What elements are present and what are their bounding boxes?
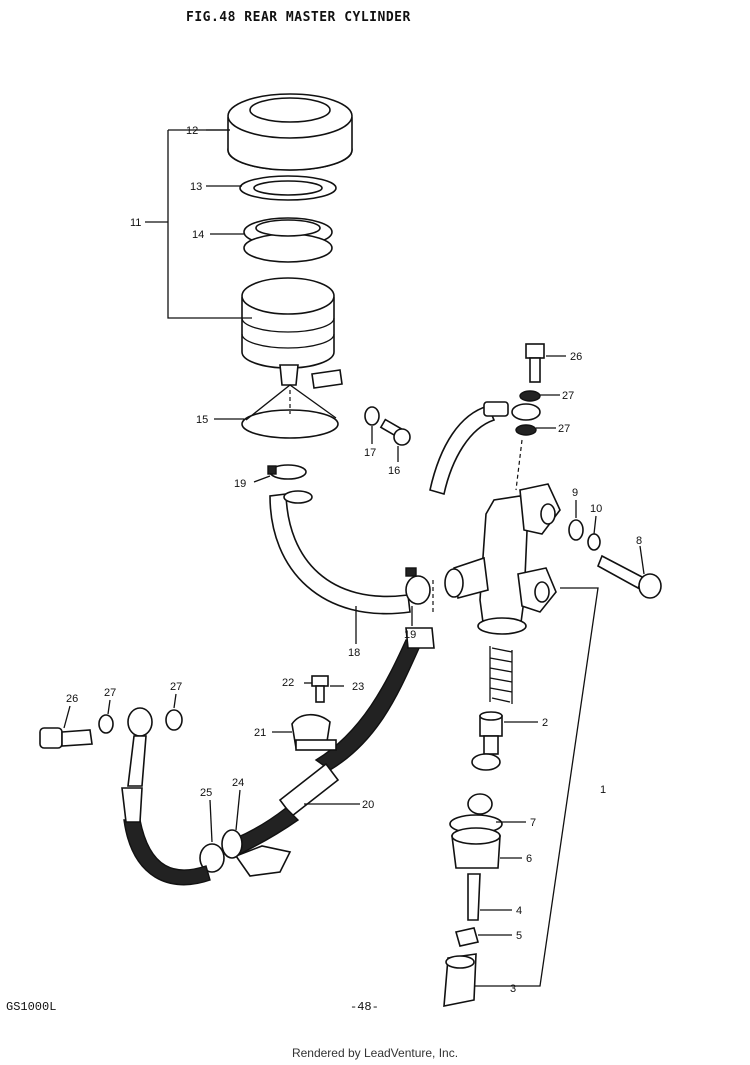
- render-credit: Rendered by LeadVenture, Inc.: [291, 1046, 459, 1060]
- reservoir-diaphragm[interactable]: [243, 217, 333, 263]
- callout-13: 13: [190, 181, 202, 193]
- model-code: GS1000L: [6, 1000, 57, 1014]
- callout-26a: 26: [570, 351, 582, 363]
- holder-bolt[interactable]: [311, 675, 329, 703]
- callout-27c: 27: [104, 687, 116, 699]
- callout-3: 3: [510, 983, 516, 995]
- reservoir-bracket[interactable]: [241, 369, 343, 439]
- bracket-washer[interactable]: [364, 406, 380, 426]
- hose-banjo-fitting[interactable]: [483, 401, 541, 421]
- union-bolt-lower[interactable]: [39, 727, 93, 749]
- hose-bracket[interactable]: [234, 845, 292, 877]
- callout-9: 9: [572, 487, 578, 499]
- reservoir-hose[interactable]: [269, 493, 411, 615]
- washer-27a[interactable]: [519, 390, 541, 402]
- reservoir-hose-end: [283, 490, 313, 504]
- callout-20: 20: [362, 799, 374, 811]
- callout-24: 24: [232, 777, 244, 789]
- callout-1: 1: [600, 784, 606, 796]
- reservoir-outlet-hose[interactable]: [429, 405, 496, 496]
- callout-2: 2: [542, 717, 548, 729]
- callout-6: 6: [526, 853, 532, 865]
- callout-7: 7: [530, 817, 536, 829]
- hose-clamp-upper[interactable]: [267, 464, 307, 480]
- leader-lines: [63, 129, 645, 936]
- callout-12: 12: [186, 125, 198, 137]
- boot-top: [451, 827, 501, 845]
- figure-title: FIG.48 REAR MASTER CYLINDER: [186, 10, 411, 25]
- callout-14: 14: [192, 229, 204, 241]
- bolt-axis: [515, 439, 523, 491]
- callout-4: 4: [516, 905, 522, 917]
- master-cylinder-body[interactable]: [444, 483, 561, 635]
- callout-22: 22: [282, 677, 294, 689]
- callout-8: 8: [636, 535, 642, 547]
- washer-27c[interactable]: [98, 714, 114, 734]
- assembly-bracket-1: [474, 587, 599, 987]
- washer-27d[interactable]: [165, 709, 183, 731]
- callout-18: 18: [348, 647, 360, 659]
- caliper-banjo[interactable]: [127, 707, 153, 787]
- caliper-hose-fitting: [121, 787, 143, 823]
- union-bolt-upper[interactable]: [525, 343, 545, 383]
- callout-11: 11: [130, 217, 141, 229]
- callout-19b: 19: [404, 629, 416, 641]
- reservoir-plate[interactable]: [239, 175, 337, 201]
- mount-washer-9[interactable]: [568, 519, 584, 541]
- caliper-hose[interactable]: [123, 819, 211, 886]
- callout-10: 10: [590, 503, 602, 515]
- callout-27a: 27: [562, 390, 574, 402]
- page-number: -48-: [350, 1000, 379, 1014]
- piston-spring[interactable]: [489, 646, 513, 704]
- piston-assembly[interactable]: [471, 711, 503, 771]
- reservoir-cap[interactable]: [227, 93, 353, 171]
- push-rod-nut[interactable]: [454, 927, 480, 947]
- callout-23: 23: [352, 681, 364, 693]
- clevis[interactable]: [443, 953, 477, 1007]
- callout-21: 21: [254, 727, 266, 739]
- reservoir-body[interactable]: [241, 277, 335, 386]
- bracket-bolt[interactable]: [379, 418, 411, 446]
- callout-17: 17: [364, 447, 376, 459]
- washer-27b[interactable]: [515, 424, 537, 436]
- hose-clamp-lower[interactable]: [405, 567, 431, 605]
- callout-5: 5: [516, 930, 522, 942]
- mount-bolt-8[interactable]: [596, 554, 662, 599]
- hose-grommet[interactable]: [221, 829, 243, 859]
- callout-27b: 27: [558, 423, 570, 435]
- callout-26b: 26: [66, 693, 78, 705]
- callout-16: 16: [388, 465, 400, 477]
- hose-joint[interactable]: [199, 843, 225, 873]
- callout-19a: 19: [234, 478, 246, 490]
- hose-holder[interactable]: [291, 713, 337, 751]
- brake-hose[interactable]: [235, 627, 435, 856]
- mount-washer-10[interactable]: [587, 533, 601, 551]
- callout-labels: 1 2 3 4 5 6 7 8 9 10 11 12 13 14 15 16 1…: [66, 125, 642, 995]
- push-rod[interactable]: [467, 873, 481, 921]
- pushrod-ball: [467, 793, 493, 815]
- callout-15: 15: [196, 414, 208, 426]
- callout-25: 25: [200, 787, 212, 799]
- callout-27d: 27: [170, 681, 182, 693]
